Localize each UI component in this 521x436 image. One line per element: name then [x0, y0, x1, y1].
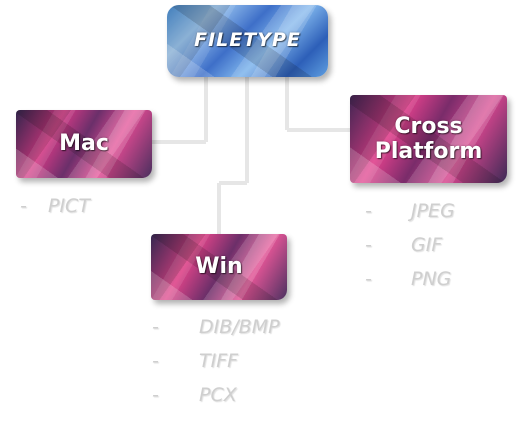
bullet-dash: -: [365, 234, 372, 256]
cross-platform-list-item: - GIF: [365, 234, 442, 256]
cross-platform-label-line2: Platform: [374, 139, 483, 164]
win-list-item: - TIFF: [152, 350, 238, 372]
cross-platform-list-item: - JPEG: [365, 200, 455, 222]
mac-node: Mac: [16, 110, 152, 178]
cross-platform-item-text: JPEG: [411, 200, 455, 222]
bullet-dash: -: [152, 350, 159, 372]
bullet-dash: -: [152, 384, 159, 406]
win-item-text: TIFF: [199, 350, 239, 372]
filetype-root-label: FILETYPE: [194, 29, 301, 52]
win-list-item: - DIB/BMP: [152, 316, 280, 338]
cross-platform-label-line1: Cross: [394, 113, 463, 139]
bullet-dash: -: [365, 268, 372, 290]
win-node-label: Win: [195, 254, 243, 280]
cross-platform-node: Cross Platform: [350, 95, 507, 183]
win-item-text: DIB/BMP: [199, 316, 280, 338]
cross-platform-list-item: - PNG: [365, 268, 451, 290]
bullet-dash: -: [152, 316, 159, 338]
cross-platform-item-text: GIF: [411, 234, 443, 256]
bullet-dash: -: [20, 195, 27, 217]
win-node: Win: [151, 234, 287, 300]
cross-platform-node-label: Cross Platform: [375, 114, 483, 165]
mac-list-item: -PICT: [20, 195, 90, 217]
win-list-item: - PCX: [152, 384, 237, 406]
mac-item-text: PICT: [48, 195, 90, 217]
cross-platform-item-text: PNG: [411, 268, 452, 290]
filetype-root-node: FILETYPE: [167, 5, 328, 77]
bullet-dash: -: [365, 200, 372, 222]
win-item-text: PCX: [199, 384, 237, 406]
mac-node-label: Mac: [59, 131, 109, 157]
